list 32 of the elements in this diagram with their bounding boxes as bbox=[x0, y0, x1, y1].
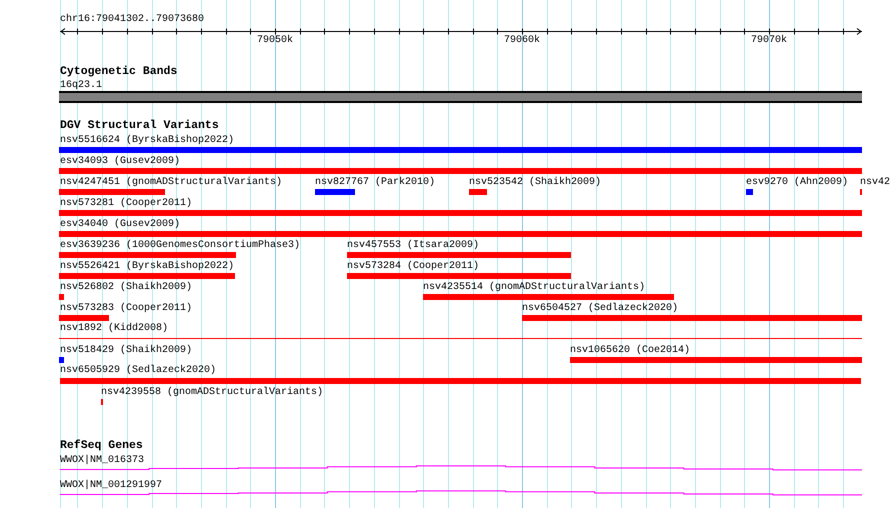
variant-label: nsv42 bbox=[860, 177, 890, 188]
variant-label: nsv573283 (Cooper2011) bbox=[60, 303, 192, 314]
variant-label: esv9270 (Ahn2009) bbox=[746, 177, 848, 188]
variant-label: nsv6505929 (Sedlazeck2020) bbox=[60, 365, 216, 376]
position-label: chr16:79041302..79073680 bbox=[60, 14, 204, 25]
variant-label: nsv1892 (Kidd2008) bbox=[60, 323, 168, 334]
variant-label: nsv573284 (Cooper2011) bbox=[347, 261, 480, 272]
variant-label: nsv4239558 (gnomADStructuralVariants) bbox=[101, 387, 324, 398]
tick-label: 79070k bbox=[751, 35, 788, 46]
variant-label: nsv518429 (Shaikh2009) bbox=[60, 345, 192, 356]
variant-label: nsv526802 (Shaikh2009) bbox=[60, 282, 192, 293]
variant-label: nsv573281 (Cooper2011) bbox=[60, 198, 192, 209]
gene-label: WWOX|NM_016373 bbox=[60, 455, 144, 466]
variant-label: nsv827767 (Park2010) bbox=[315, 177, 436, 188]
track-heading: DGV Structural Variants bbox=[60, 120, 219, 132]
variant-label: esv34040 (Gusev2009) bbox=[60, 219, 180, 230]
variant-label: nsv4235514 (gnomADStructuralVariants) bbox=[423, 282, 646, 293]
tick-label: 79060k bbox=[504, 35, 540, 46]
track-heading: RefSeq Genes bbox=[60, 440, 143, 452]
tick-label: 79050k bbox=[257, 35, 294, 46]
variant-label: nsv523542 (Shaikh2009) bbox=[469, 177, 602, 188]
variant-label: esv34093 (Gusev2009) bbox=[60, 156, 180, 167]
variant-label: nsv457553 (Itsara2009) bbox=[347, 240, 480, 251]
variant-label: nsv6504527 (Sedlazeck2020) bbox=[522, 303, 678, 314]
variant-label: nsv4247451 (gnomADStructuralVariants) bbox=[60, 177, 282, 188]
variant-label: nsv5516624 (ByrskaBishop2022) bbox=[60, 135, 234, 146]
variant-label: esv3639236 (1000GenomesConsortiumPhase3) bbox=[60, 240, 300, 251]
variant-label: nsv5526421 (ByrskaBishop2022) bbox=[60, 261, 234, 272]
gene-label: WWOX|NM_001291997 bbox=[60, 480, 162, 491]
band-label: 16q23.1 bbox=[60, 80, 102, 91]
variant-label: nsv1065620 (Coe2014) bbox=[570, 345, 690, 356]
track-heading: Cytogenetic Bands bbox=[60, 66, 178, 78]
